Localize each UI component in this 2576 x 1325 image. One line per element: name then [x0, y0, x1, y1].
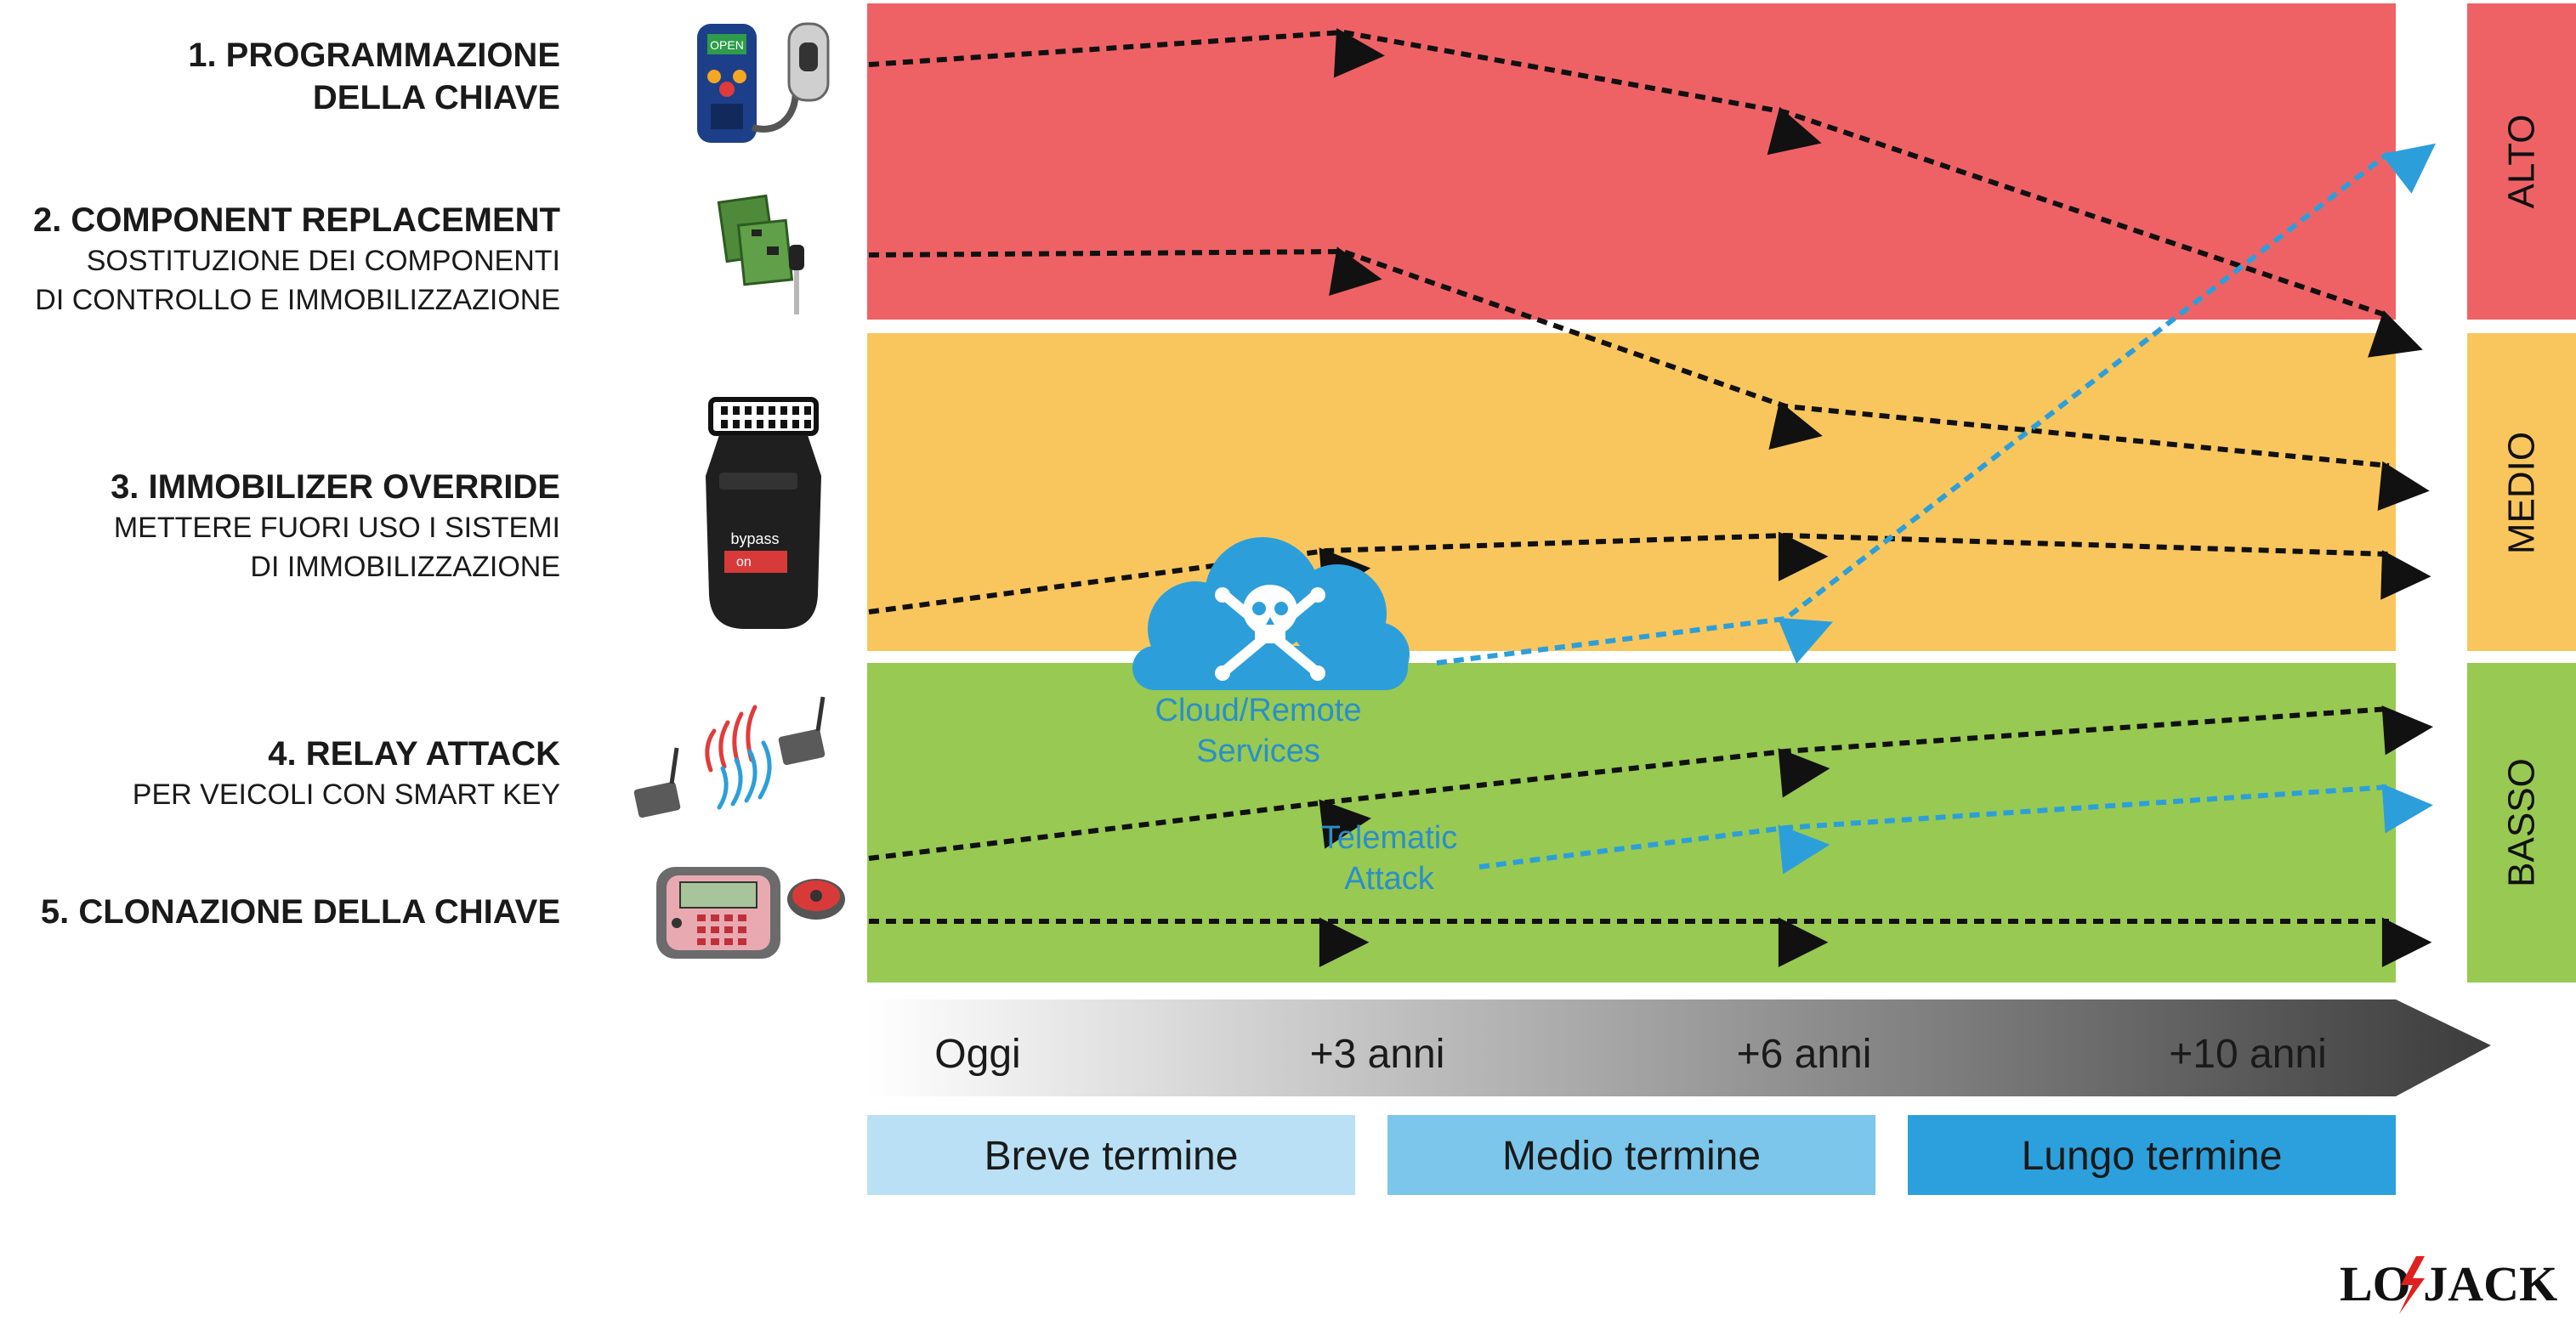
timeline-tick-today: Oggi [934, 1032, 1020, 1077]
term-medium-label: Medio termine [1502, 1134, 1761, 1179]
skull-crossbones-icon [1215, 585, 1325, 681]
threat-label-3: 3. IMMOBILIZER OVERRIDE METTERE FUORI US… [111, 466, 560, 586]
term-medium-box [1387, 1115, 1875, 1195]
key-cloner-icon [656, 867, 845, 959]
threat-label-2: 2. COMPONENT REPLACEMENT SOSTITUZIONE DE… [33, 199, 560, 320]
threat-2-subtitle-line1: SOSTITUZIONE DEI COMPONENTI [86, 245, 560, 277]
threat-4-title: 4. RELAY ATTACK [268, 735, 560, 773]
threat-3-title: 3. IMMOBILIZER OVERRIDE [111, 468, 560, 506]
term-long-label: Lungo termine [2022, 1134, 2283, 1179]
bypass-on-label: on [736, 555, 752, 569]
trend-line-cloud-remote [1436, 143, 2437, 665]
timeline-tick-3-years: +3 anni [1310, 1032, 1445, 1077]
threat-label-5: 5. CLONAZIONE DELLA CHIAVE [41, 891, 560, 933]
risk-level-medium-label: MEDIO [2501, 432, 2543, 554]
term-short-box [867, 1115, 1355, 1195]
risk-level-low-label: BASSO [2501, 758, 2543, 887]
threat-1-title-line2: DELLA CHIAVE [312, 79, 560, 116]
risk-level-high-box [2467, 3, 2576, 320]
lojack-logo-text: LO JACK [2340, 1256, 2557, 1311]
term-long-box [1908, 1115, 2396, 1195]
threat-4-subtitle: PER VEICOLI CON SMART KEY [132, 779, 560, 811]
threat-2-subtitle-line2: DI CONTROLLO E IMMOBILIZZAZIONE [35, 284, 560, 316]
threat-1-title-line1: 1. PROGRAMMAZIONE [188, 37, 560, 74]
obd-bypass-device-icon: bypass on [706, 397, 821, 629]
relay-antenna-icon [633, 696, 826, 818]
telematic-label-line2: Attack [1344, 861, 1435, 897]
risk-level-high-label: ALTO [2501, 115, 2543, 209]
lojack-logo: LO JACK [2340, 1256, 2557, 1314]
programmer-screen-text: OPEN [710, 38, 744, 52]
timeline-tick-10-years: +10 anni [2169, 1032, 2327, 1077]
telematic-label-line1: Telematic [1321, 820, 1458, 856]
key-programmer-icon: OPEN [697, 22, 830, 143]
risk-band-low [867, 663, 2396, 982]
bypass-label: bypass [730, 530, 779, 547]
term-short-label: Breve termine [984, 1134, 1239, 1179]
risk-band-medium [867, 333, 2396, 651]
threat-3-subtitle-line1: METTERE FUORI USO I SISTEMI [113, 512, 560, 544]
circuit-board-key-icon [717, 194, 804, 314]
timeline-tick-6-years: +6 anni [1737, 1032, 1872, 1077]
trend-line-immobilizer-override [868, 531, 2431, 614]
threat-label-1: 1. PROGRAMMAZIONE DELLA CHIAVE [188, 34, 560, 119]
risk-level-medium-box [2467, 333, 2576, 651]
trend-line-relay-attack [868, 705, 2434, 861]
threat-5-title: 5. CLONAZIONE DELLA CHIAVE [40, 893, 560, 931]
timeline-arrow [867, 999, 2491, 1096]
risk-level-low-box [2467, 663, 2576, 982]
cloud-label-line2: Services [1196, 733, 1320, 769]
threat-label-4: 4. RELAY ATTACK PER VEICOLI CON SMART KE… [133, 733, 560, 814]
threat-3-subtitle-line2: DI IMMOBILIZZAZIONE [250, 551, 560, 583]
trend-line-telematic [1478, 784, 2433, 875]
threat-2-title: 2. COMPONENT REPLACEMENT [32, 201, 560, 239]
cloud-label-line1: Cloud/Remote [1155, 693, 1362, 728]
